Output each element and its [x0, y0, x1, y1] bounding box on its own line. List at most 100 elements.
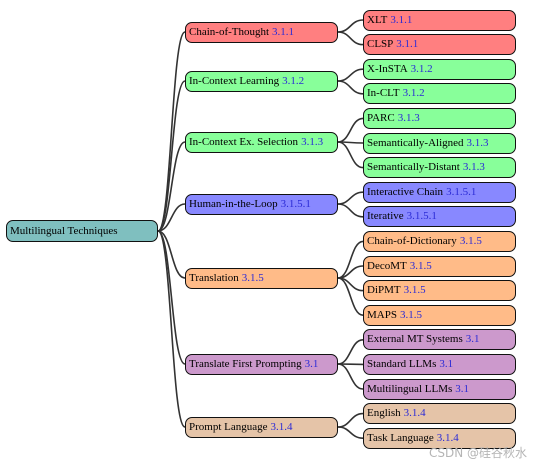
leaf-dipmt-label: DiPMT	[367, 284, 401, 297]
edge-translate-first-prompting-to-external-mt-systems	[337, 339, 364, 365]
leaf-task-language-label: Task Language	[367, 431, 434, 444]
leaf-english-label: English	[367, 407, 401, 420]
leaf-chain-of-dictionary-section-ref: 3.1.5	[459, 234, 482, 247]
leaf-in-clt-label: In-CLT	[367, 87, 400, 100]
leaf-semantically-distant-section-ref: 3.1.3	[462, 161, 485, 174]
leaf-dipmt-section-ref: 3.1.5	[403, 284, 426, 297]
leaf-standard-llms-section-ref: 3.1	[439, 357, 454, 370]
edge-prompt-language-to-english	[337, 412, 364, 428]
leaf-x-insta-section-ref: 3.1.2	[410, 62, 433, 75]
root-node-label: Multilingual Techniques	[10, 224, 118, 237]
leaf-task-language-section-ref: 3.1.4	[436, 431, 459, 444]
leaf-iterative-section-ref: 3.1.5.1	[406, 210, 437, 223]
edge-in-context-learning-to-x-insta	[337, 68, 364, 82]
leaf-maps-section-ref: 3.1.5	[399, 308, 422, 321]
edge-root-to-translate-first-prompting	[157, 230, 186, 365]
leaf-semantically-aligned-section-ref: 3.1.3	[466, 136, 489, 149]
leaf-xlt-section-ref: 3.1.1	[390, 13, 413, 26]
branch-in-context-learning-section-ref: 3.1.2	[282, 74, 305, 87]
leaf-chain-of-dictionary-label: Chain-of-Dictionary	[367, 234, 457, 247]
edge-translation-to-maps	[337, 277, 364, 316]
edge-root-to-translation	[157, 230, 186, 279]
leaf-decomt-label: DecoMT	[367, 259, 407, 272]
edge-root-to-prompt-language	[157, 230, 186, 428]
leaf-xlt-label: XLT	[367, 13, 388, 26]
edge-root-to-chain-of-thought	[157, 31, 186, 232]
leaf-interactive-chain-label: Interactive Chain	[367, 185, 444, 198]
leaf-multilingual-llms-section-ref: 3.1	[455, 382, 469, 395]
branch-in-context-ex-selection-label: In-Context Ex. Selection	[189, 135, 299, 148]
branch-prompt-language-section-ref: 3.1.4	[270, 420, 293, 433]
root-node: Multilingual Techniques	[6, 220, 158, 242]
leaf-iterative-label: Iterative	[367, 210, 404, 223]
leaf-x-insta-label: X-InSTA	[367, 62, 408, 75]
edge-in-context-ex-selection-to-semantically-distant	[337, 141, 364, 169]
edge-prompt-language-to-task-language	[337, 426, 364, 439]
edge-human-in-the-loop-to-iterative	[337, 203, 364, 218]
leaf-semantically-distant-label: Semantically-Distant	[367, 161, 460, 174]
leaf-external-mt-systems-label: External MT Systems	[367, 333, 463, 346]
leaf-in-clt-section-ref: 3.1.2	[402, 87, 425, 100]
edge-translate-first-prompting-to-multilingual-llms	[337, 363, 364, 390]
branch-in-context-learning-label: In-Context Learning	[189, 74, 280, 87]
edge-in-context-learning-to-in-clt	[337, 80, 364, 95]
branch-human-in-the-loop-section-ref: 3.1.5.1	[280, 197, 311, 210]
edge-chain-of-thought-to-clsp	[337, 31, 364, 46]
leaf-multilingual-llms-label: Multilingual LLMs	[367, 382, 453, 395]
leaf-english-section-ref: 3.1.4	[403, 407, 426, 420]
edge-root-to-in-context-learning	[157, 80, 186, 232]
branch-prompt-language-label: Prompt Language	[189, 420, 268, 433]
leaf-decomt-section-ref: 3.1.5	[409, 259, 432, 272]
branch-translate-first-prompting-section-ref: 3.1	[304, 357, 319, 370]
leaf-interactive-chain-section-ref: 3.1.5.1	[446, 185, 477, 198]
leaf-semantically-aligned-label: Semantically-Aligned	[367, 136, 464, 149]
edge-human-in-the-loop-to-interactive-chain	[337, 191, 364, 205]
leaf-external-mt-systems-section-ref: 3.1	[465, 333, 480, 346]
leaf-parc-label: PARC	[367, 111, 395, 124]
edge-root-to-human-in-the-loop	[157, 203, 186, 232]
edge-chain-of-thought-to-xlt	[337, 19, 364, 33]
edge-root-to-in-context-ex-selection	[157, 141, 186, 232]
watermark: CSDN @硅谷秋水	[428, 446, 527, 460]
branch-in-context-ex-selection-section-ref: 3.1.3	[301, 135, 324, 148]
leaf-clsp-label: CLSP	[367, 38, 394, 51]
branch-translation-section-ref: 3.1.5	[241, 271, 264, 284]
branch-chain-of-thought-label: Chain-of-Thought	[189, 25, 270, 38]
leaf-clsp-section-ref: 3.1.1	[396, 38, 419, 51]
branch-chain-of-thought-section-ref: 3.1.1	[272, 25, 295, 38]
branch-human-in-the-loop-label: Human-in-the-Loop	[189, 197, 278, 210]
leaf-parc-section-ref: 3.1.3	[397, 111, 420, 124]
leaf-maps-label: MAPS	[367, 308, 397, 321]
leaf-standard-llms-label: Standard LLMs	[367, 357, 437, 370]
branch-translate-first-prompting-label: Translate First Prompting	[189, 357, 302, 370]
edge-in-context-ex-selection-to-parc	[337, 117, 364, 143]
branch-translation-label: Translation	[189, 271, 239, 284]
